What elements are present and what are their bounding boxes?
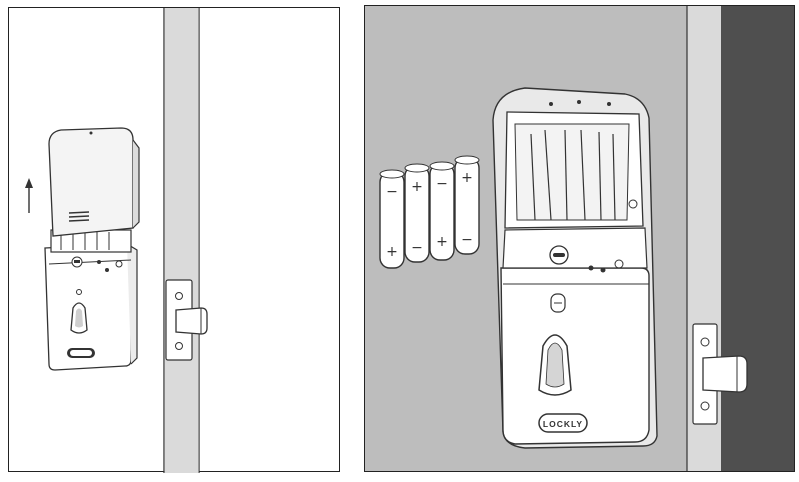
- step-panel-lift-cover: [8, 7, 340, 473]
- latch-bolt: [702, 355, 748, 393]
- battery-top-sign: +: [411, 179, 423, 195]
- battery-bottom-sign: −: [411, 240, 423, 256]
- brand-logo: LOCKLY: [543, 419, 583, 429]
- battery-cover: [48, 127, 140, 237]
- lock-body: [44, 243, 138, 371]
- step-panel-insert-batteries: LOCKLY: [364, 5, 795, 472]
- door-jamb: [163, 8, 200, 473]
- battery: − +: [379, 169, 405, 269]
- battery: + −: [454, 155, 480, 255]
- insert-batteries-illustration: LOCKLY: [379, 6, 794, 471]
- battery-compartment: [50, 229, 132, 272]
- up-arrow-icon: [25, 178, 33, 213]
- latch-bolt: [175, 307, 208, 335]
- battery-top-sign: +: [461, 170, 473, 186]
- battery-bottom-sign: −: [461, 232, 473, 248]
- batteries: − + + − − + + −: [379, 155, 480, 269]
- battery-compartment: [502, 100, 648, 273]
- battery: − +: [429, 161, 455, 261]
- battery-bottom-sign: +: [436, 234, 448, 250]
- lift-cover-illustration: [25, 8, 208, 473]
- battery-bottom-sign: +: [386, 244, 398, 260]
- battery: + −: [404, 163, 430, 263]
- door-dark-side: [721, 6, 794, 471]
- battery-top-sign: −: [436, 176, 448, 192]
- battery-top-sign: −: [386, 184, 398, 200]
